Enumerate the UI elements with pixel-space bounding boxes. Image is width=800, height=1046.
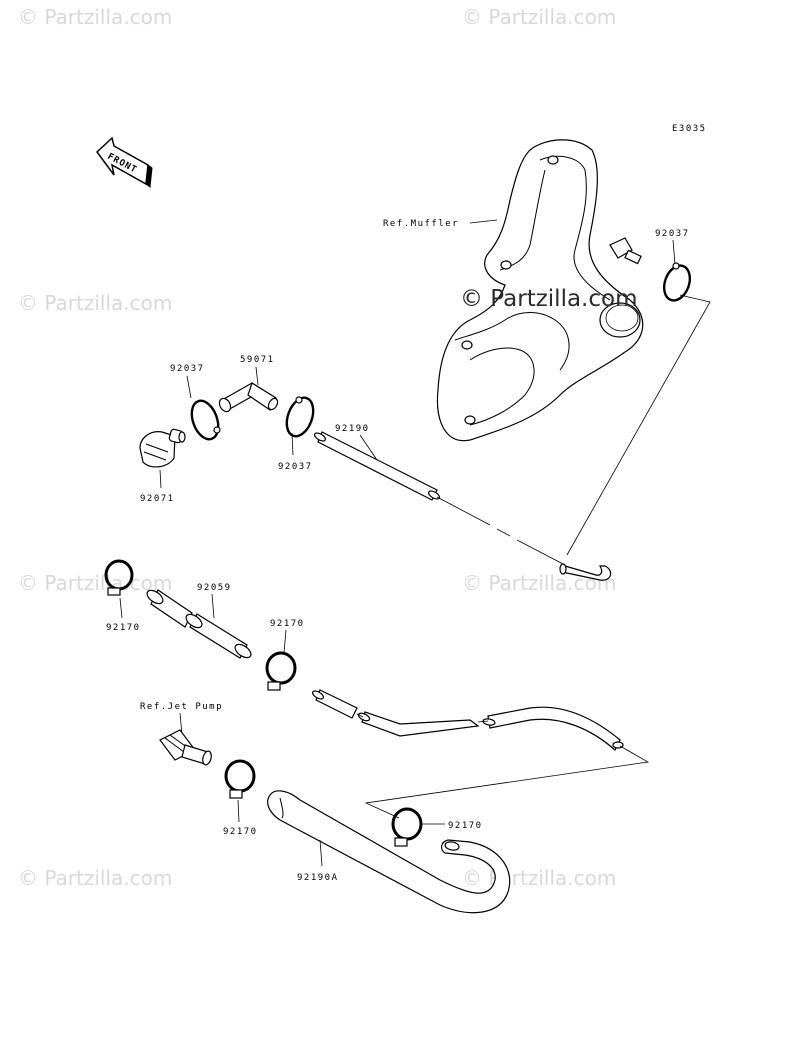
watermark-lower-left: © Partzilla.com (18, 571, 172, 595)
hose-92190A (267, 790, 511, 914)
watermark-top-left: © Partzilla.com (18, 5, 172, 29)
clamp-92170-mid (265, 651, 297, 691)
watermark-center: © Partzilla.com (460, 286, 638, 312)
clamp-92037-right (662, 262, 692, 302)
tube-92190 (313, 431, 441, 501)
part-label-92059: 92059 (197, 583, 232, 593)
ref-muffler-label: Ref.Muffler (383, 219, 459, 229)
part-label-92170-top-left: 92170 (106, 623, 141, 633)
part-label-92037-mid: 92037 (278, 462, 313, 472)
diagram-code: E3035 (672, 124, 707, 134)
cap-92071 (139, 428, 186, 468)
watermarks: © Partzilla.com © Partzilla.com © Partzi… (18, 5, 616, 890)
muffler-nipple (624, 249, 642, 265)
muffler-bolt-hole (461, 340, 473, 350)
clamp-92037-left (190, 399, 221, 441)
part-label-92190: 92190 (335, 424, 370, 434)
front-arrow-icon: FRONT (95, 136, 153, 188)
part-label-92190A: 92190A (297, 873, 339, 883)
clamp-92170-lower-left (224, 759, 256, 799)
clamp-92170-top-left (104, 559, 134, 596)
part-label-92170-lower-left: 92170 (223, 827, 258, 837)
watermark-bottom-right: © Partzilla.com (462, 866, 616, 890)
part-label-92170-mid: 92170 (270, 619, 305, 629)
muffler-bolt-hole (547, 155, 559, 165)
muffler-bolt-hole (500, 260, 512, 270)
part-label-92170-lower-right: 92170 (448, 821, 483, 831)
part-label-92037-left: 92037 (170, 364, 205, 374)
watermark-mid-left: © Partzilla.com (18, 291, 172, 315)
hose-segments (311, 689, 624, 751)
muffler (436, 139, 644, 442)
ref-jet-pump-label: Ref.Jet Pump (140, 702, 223, 712)
part-label-92037-top: 92037 (655, 229, 690, 239)
clamp-92170-lower-right (391, 807, 423, 847)
clamp-92037-mid (285, 396, 315, 438)
watermark-top-right: © Partzilla.com (462, 5, 616, 29)
jet-pump-fitting (159, 729, 212, 766)
hose-92059 (146, 589, 252, 659)
muffler-bolt-hole (464, 415, 476, 425)
watermark-bottom-left: © Partzilla.com (18, 866, 172, 890)
part-label-59071: 59071 (240, 355, 275, 365)
part-label-92071: 92071 (140, 494, 175, 504)
elbow-fitting-59071 (218, 382, 279, 413)
hook-tube (559, 563, 612, 581)
